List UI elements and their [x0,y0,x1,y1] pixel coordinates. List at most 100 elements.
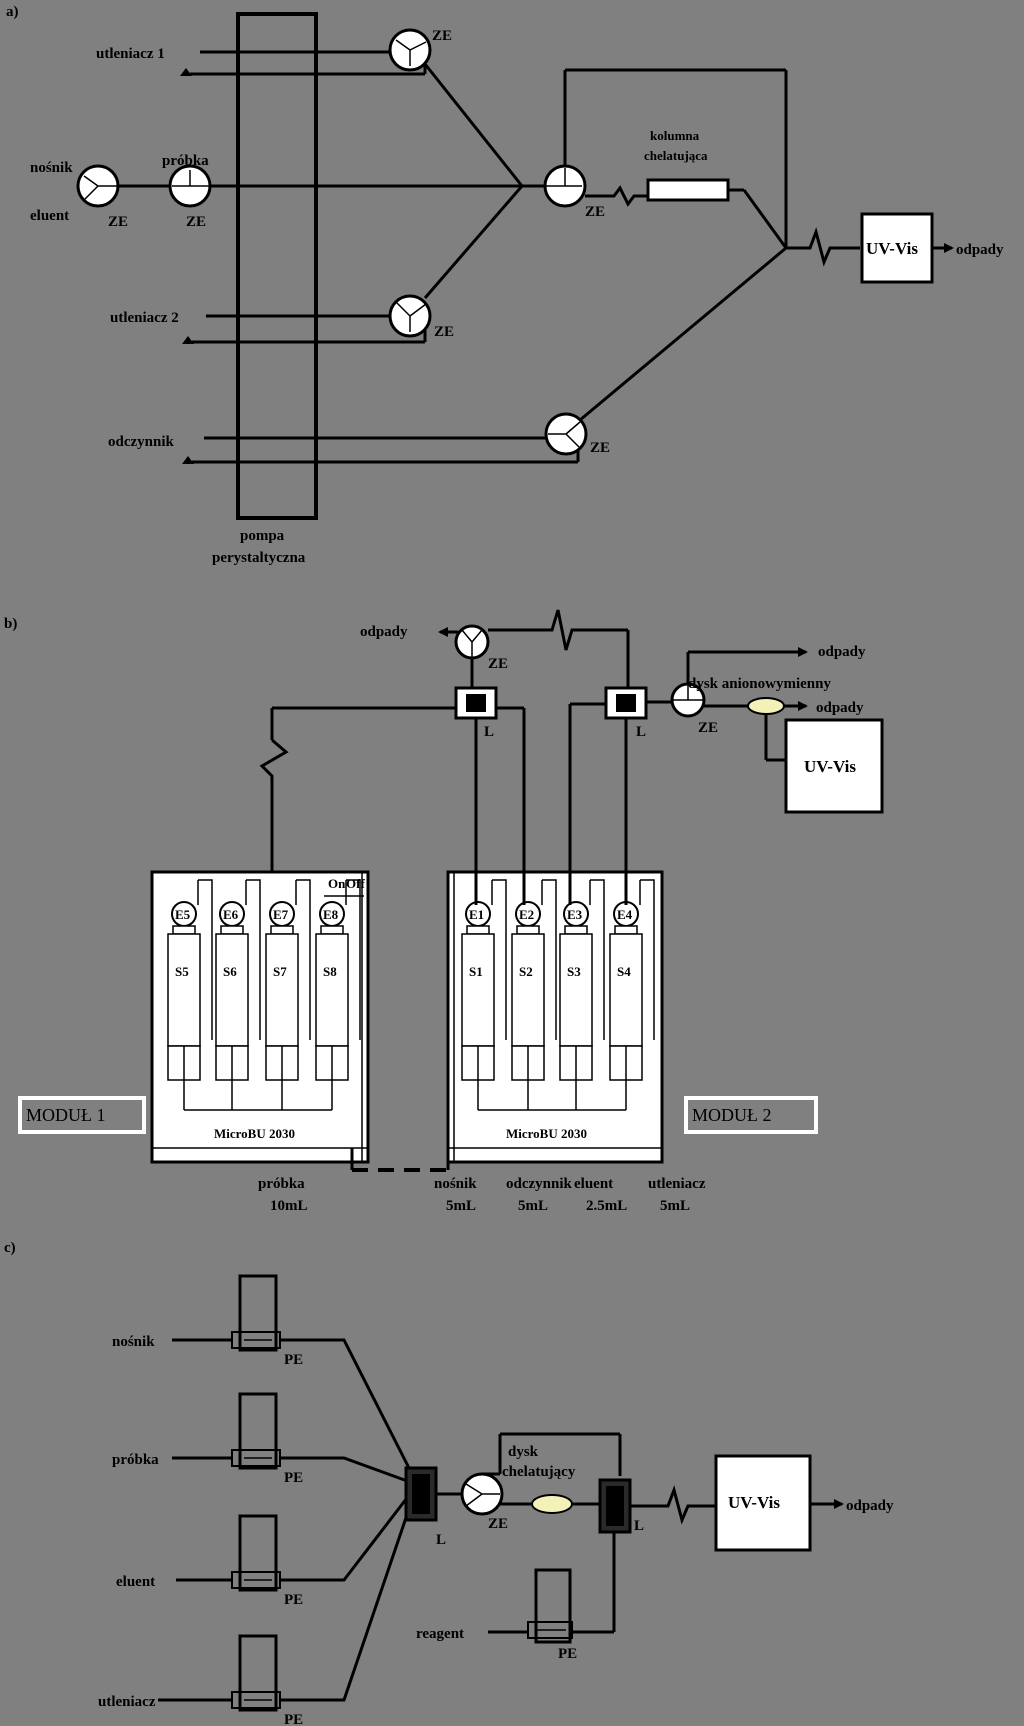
module-1-valve-label: E5 [175,907,191,922]
module-1-syringe-label: S6 [223,964,237,979]
uv-vis-detector-c [714,1454,812,1552]
l-label: L [484,724,494,740]
module-1-valve-label: E8 [323,907,339,922]
input-label: utleniacz [98,1694,156,1710]
module-2-valve-label: E4 [617,907,633,922]
uv-vis-detector [860,212,934,284]
pe-label: PE [284,1592,303,1608]
reagent-name: nośnik [434,1176,477,1192]
peristaltic-pump [236,12,318,520]
reagent-name: odczynnik [506,1176,573,1192]
input-label: nośnik [112,1334,155,1350]
kolumna-label-2: chelatująca [644,148,708,163]
eluent-label: eluent [30,208,69,224]
syringe-pump-1 [238,1392,278,1470]
reagent-volume: 5mL [518,1198,548,1214]
module-1-syringe-label: S5 [175,964,189,979]
ze-label: ZE [488,656,508,672]
panel-c-tag: c) [4,1240,16,1256]
module-2-syringe-label: S2 [519,964,533,979]
pump-label-2: perystaltyczna [212,550,306,566]
probka-label: próbka [162,153,209,169]
reagent-volume: 5mL [446,1198,476,1214]
module-2-syringe-label: S4 [617,964,631,979]
syringe-pump-3 [238,1634,278,1712]
chelating-disk [531,1494,573,1514]
odpady-top-label: odpady [360,624,408,640]
reagent-name: utleniacz [648,1176,706,1192]
module-1-valve-label: E6 [223,907,239,922]
dysk-label-2: chelatujący [502,1464,576,1480]
off-label: Off [346,876,365,891]
dysk-label: dysk anionowymienny [688,676,831,692]
ze-label: ZE [186,214,206,230]
module-2-valve-label: E3 [567,907,583,922]
pe-label: PE [284,1712,303,1726]
ze-label: ZE [698,720,718,736]
module-1-tag-box [18,1096,146,1134]
l-label: L [634,1518,644,1534]
odpady-label-c: odpady [846,1498,894,1514]
ze-label: ZE [434,324,454,340]
arrow-up-icon [180,68,192,76]
utleniacz-1-label: utleniacz 1 [96,46,165,62]
uv-vis-detector-b [784,718,884,814]
l-label: L [636,724,646,740]
input-label: eluent [116,1574,155,1590]
coil-icon [786,227,860,267]
utleniacz-2-label: utleniacz 2 [110,310,179,326]
syringe-pump-0 [238,1274,278,1352]
module-2-syringe-S1 [461,933,495,1047]
module-2-name: MicroBU 2030 [506,1126,587,1141]
dysk-label-1: dysk [508,1444,539,1460]
module-2-tag-box [684,1096,818,1134]
ze-label: ZE [108,214,128,230]
pump-label-1: pompa [240,528,285,544]
ze-label: ZE [488,1516,508,1532]
uv-vis-label-b: UV-Vis [804,757,856,776]
ze-label: ZE [432,28,452,44]
module-2-tag: MODUŁ 2 [692,1105,772,1125]
module-2-valve-label: E1 [469,907,484,922]
module-2-syringe-S3 [559,933,593,1047]
arrow-up-icon [182,336,194,344]
reagent-volume: 10mL [270,1198,308,1214]
panel-a-tag: a) [6,4,19,20]
module-2-syringe-label: S3 [567,964,581,979]
module-1-syringe-label: S8 [323,964,337,979]
module-2-syringe-S2 [511,933,545,1047]
input-label: próbka [112,1452,159,1468]
l-label: L [436,1532,446,1548]
reagent-volume: 2.5mL [586,1198,627,1214]
reagent-name: eluent [574,1176,613,1192]
module-1-syringe-S8 [315,933,349,1047]
coil-icon [259,738,289,910]
reagent-name: próbka [258,1176,305,1192]
ze-label: ZE [590,440,610,456]
uv-vis-label: UV-Vis [866,239,918,258]
module-2-syringe-S4 [609,933,643,1047]
uv-vis-label-c: UV-Vis [728,1493,780,1512]
module-1-valve-label: E7 [273,907,289,922]
odpady-1-label: odpady [818,644,866,660]
reagent-labels: próbka 10mL nośnik 5mL odczynnik 5mL eluent 2.5… [258,1176,706,1214]
coil-icon [542,609,628,651]
coil-icon [630,1485,716,1525]
arrow-up-icon [182,456,194,464]
module-2-valve-label: E2 [519,907,534,922]
panel-a: a) pompa perystaltyczna utleniacz 1 ZE n… [6,4,1004,566]
module-1-syringe-S5 [167,933,201,1047]
kolumna-label-1: kolumna [650,128,700,143]
ze-label: ZE [585,204,605,220]
pe-label: PE [284,1352,303,1368]
module-2-syringe-label: S1 [469,964,483,979]
anion-exchange-disk [747,697,785,715]
nosnik-label: nośnik [30,160,73,176]
coil-icon [585,185,648,207]
module-1-tag: MODUŁ 1 [26,1105,106,1125]
